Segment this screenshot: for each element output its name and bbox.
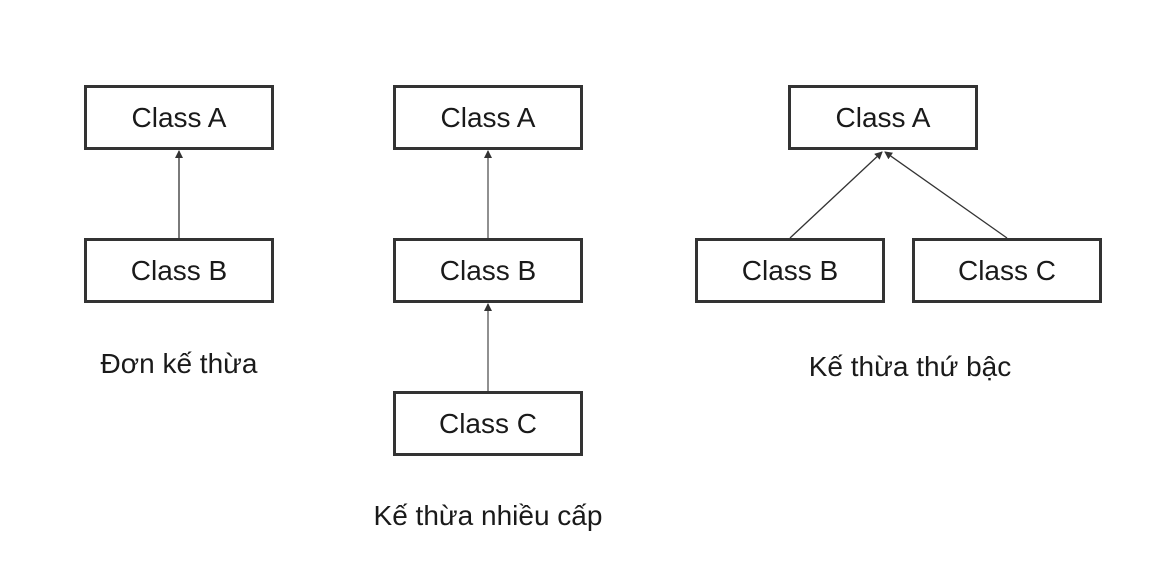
multilevel-class-a-label: Class A: [440, 101, 536, 133]
hierarchical-class-a-box: Class A: [788, 85, 978, 150]
hierarchical-class-c-box: Class C: [912, 238, 1102, 303]
hierarchical-class-a-label: Class A: [835, 101, 931, 133]
hierarchical-class-b-label: Class B: [741, 254, 839, 286]
multilevel-inheritance-caption: Kế thừa nhiều cấp: [373, 500, 603, 531]
hierarchical-class-b-box: Class B: [695, 238, 885, 303]
multilevel-class-c-box: Class C: [393, 391, 583, 456]
single-class-b-label: Class B: [130, 254, 228, 286]
arrow-hierarchical-b-to-a: [789, 151, 883, 239]
multilevel-class-a-box: Class A: [393, 85, 583, 150]
single-class-b-box: Class B: [84, 238, 274, 303]
hierarchical-class-c-label: Class C: [957, 254, 1056, 286]
single-inheritance-caption: Đơn kế thừa: [100, 348, 258, 379]
multilevel-class-c-label: Class C: [438, 407, 537, 439]
single-class-a-label: Class A: [131, 101, 227, 133]
hierarchical-inheritance-caption: Kế thừa thứ bậc: [808, 351, 1012, 382]
multilevel-class-b-label: Class B: [439, 254, 537, 286]
single-class-a-box: Class A: [84, 85, 274, 150]
arrow-hierarchical-c-to-a: [884, 151, 1008, 239]
multilevel-class-b-box: Class B: [393, 238, 583, 303]
